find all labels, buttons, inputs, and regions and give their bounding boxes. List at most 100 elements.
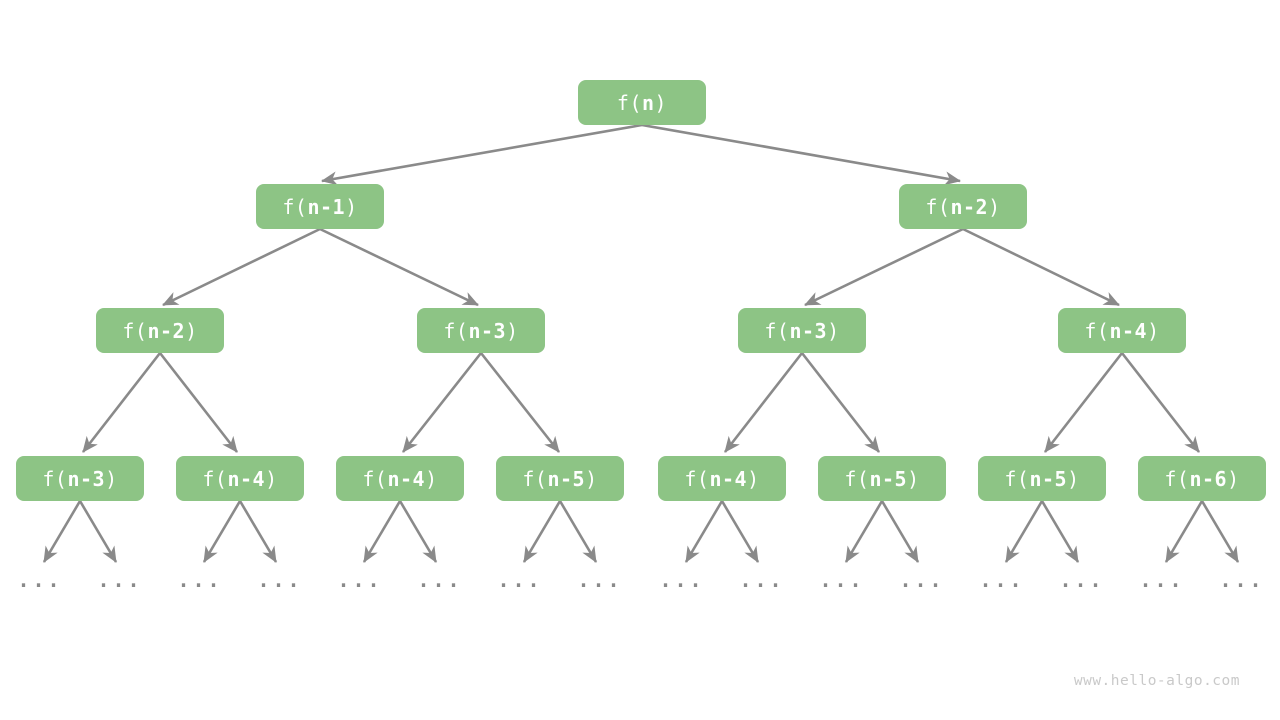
edge-arrow	[398, 500, 438, 563]
tree-node: f(n-5)	[496, 456, 624, 501]
edge-arrow	[78, 500, 118, 563]
node-label-pre: f(	[522, 466, 548, 491]
edge-arrow	[800, 352, 881, 453]
ellipsis-leaf: ...	[497, 568, 543, 592]
node-label-pre: f(	[282, 194, 308, 219]
ellipsis-leaf: ...	[417, 568, 463, 592]
node-label-post: )	[105, 466, 118, 491]
ellipsis-leaf: ...	[1139, 568, 1185, 592]
node-label-arg: n-2	[147, 318, 186, 343]
ellipsis-leaf: ...	[1059, 568, 1105, 592]
edge-arrow	[81, 352, 162, 453]
ellipsis-leaf: ...	[177, 568, 223, 592]
ellipsis-leaf: ...	[97, 568, 143, 592]
node-label-post: )	[827, 318, 840, 343]
edge-arrow	[238, 500, 278, 563]
node-label-post: )	[265, 466, 278, 491]
node-label-pre: f(	[684, 466, 710, 491]
edge-arrow	[720, 500, 760, 563]
tree-node: f(n-4)	[336, 456, 464, 501]
tree-node: f(n-2)	[899, 184, 1027, 229]
edge-arrow	[479, 352, 561, 453]
edge-arrow	[321, 123, 643, 186]
node-label-arg: n-3	[67, 466, 106, 491]
edge-arrow	[362, 500, 402, 563]
ellipsis-leaf: ...	[819, 568, 865, 592]
node-label-post: )	[425, 466, 438, 491]
edge-arrow	[401, 352, 483, 453]
edge-arrow	[162, 227, 321, 307]
node-label-arg: n-4	[387, 466, 426, 491]
tree-node: f(n-5)	[818, 456, 946, 501]
edge-arrow	[1040, 500, 1080, 563]
node-label-arg: n-4	[709, 466, 748, 491]
node-label-pre: f(	[764, 318, 790, 343]
edge-arrow	[1120, 352, 1201, 453]
tree-node: f(n-4)	[1058, 308, 1186, 353]
edge-arrow	[1200, 500, 1240, 563]
node-label-pre: f(	[1164, 466, 1190, 491]
node-label-arg: n-5	[1029, 466, 1068, 491]
ellipsis-leaf: ...	[739, 568, 785, 592]
node-label-post: )	[506, 318, 519, 343]
tree-node: f(n-3)	[738, 308, 866, 353]
tree-node: f(n-3)	[16, 456, 144, 501]
node-label-pre: f(	[202, 466, 228, 491]
node-label-arg: n-3	[789, 318, 828, 343]
edge-arrow	[558, 500, 598, 563]
edge-arrow	[723, 352, 804, 453]
node-label-arg: n-4	[1109, 318, 1148, 343]
edge-arrow	[962, 227, 1120, 307]
edge-arrow	[1004, 500, 1044, 563]
node-label-pre: f(	[443, 318, 469, 343]
node-label-arg: n-5	[869, 466, 908, 491]
ellipsis-leaf: ...	[899, 568, 945, 592]
ellipsis-leaf: ...	[1219, 568, 1265, 592]
tree-node: f(n-3)	[417, 308, 545, 353]
edge-arrow	[158, 352, 239, 453]
node-label-pre: f(	[1084, 318, 1110, 343]
ellipsis-leaf: ...	[577, 568, 623, 592]
node-label-arg: n	[642, 90, 655, 115]
node-label-arg: n-3	[468, 318, 507, 343]
edge-arrow	[202, 500, 242, 563]
ellipsis-leaf: ...	[337, 568, 383, 592]
edge-arrow	[1164, 500, 1204, 563]
edge-arrow	[319, 227, 479, 307]
edge-arrow	[641, 123, 961, 186]
node-label-pre: f(	[616, 90, 642, 115]
node-label-arg: n-4	[227, 466, 266, 491]
tree-node: f(n-1)	[256, 184, 384, 229]
node-label-arg: n-5	[547, 466, 586, 491]
node-label-pre: f(	[844, 466, 870, 491]
node-label-post: )	[654, 90, 668, 115]
ellipsis-leaf: ...	[659, 568, 705, 592]
edge-arrow	[684, 500, 724, 563]
ellipsis-leaf: ...	[257, 568, 303, 592]
ellipsis-leaf: ...	[979, 568, 1025, 592]
node-label-post: )	[747, 466, 760, 491]
node-label-pre: f(	[122, 318, 148, 343]
tree-node: f(n-6)	[1138, 456, 1266, 501]
node-label-pre: f(	[925, 194, 951, 219]
ellipsis-leaf: ...	[17, 568, 63, 592]
edge-arrow	[42, 500, 82, 563]
node-label-pre: f(	[42, 466, 68, 491]
node-label-post: )	[907, 466, 920, 491]
edge-arrow	[522, 500, 562, 563]
tree-node: f(n-4)	[658, 456, 786, 501]
node-label-pre: f(	[362, 466, 388, 491]
tree-node: f(n-5)	[978, 456, 1106, 501]
node-label-post: )	[185, 318, 198, 343]
node-label-post: )	[1067, 466, 1080, 491]
node-label-post: )	[1147, 318, 1160, 343]
node-label-post: )	[988, 194, 1001, 219]
node-label-post: )	[345, 194, 358, 219]
node-label-arg: n-2	[950, 194, 989, 219]
tree-node: f(n-2)	[96, 308, 224, 353]
node-label-arg: n-6	[1189, 466, 1228, 491]
edge-arrow	[844, 500, 884, 563]
node-label-post: )	[1227, 466, 1240, 491]
